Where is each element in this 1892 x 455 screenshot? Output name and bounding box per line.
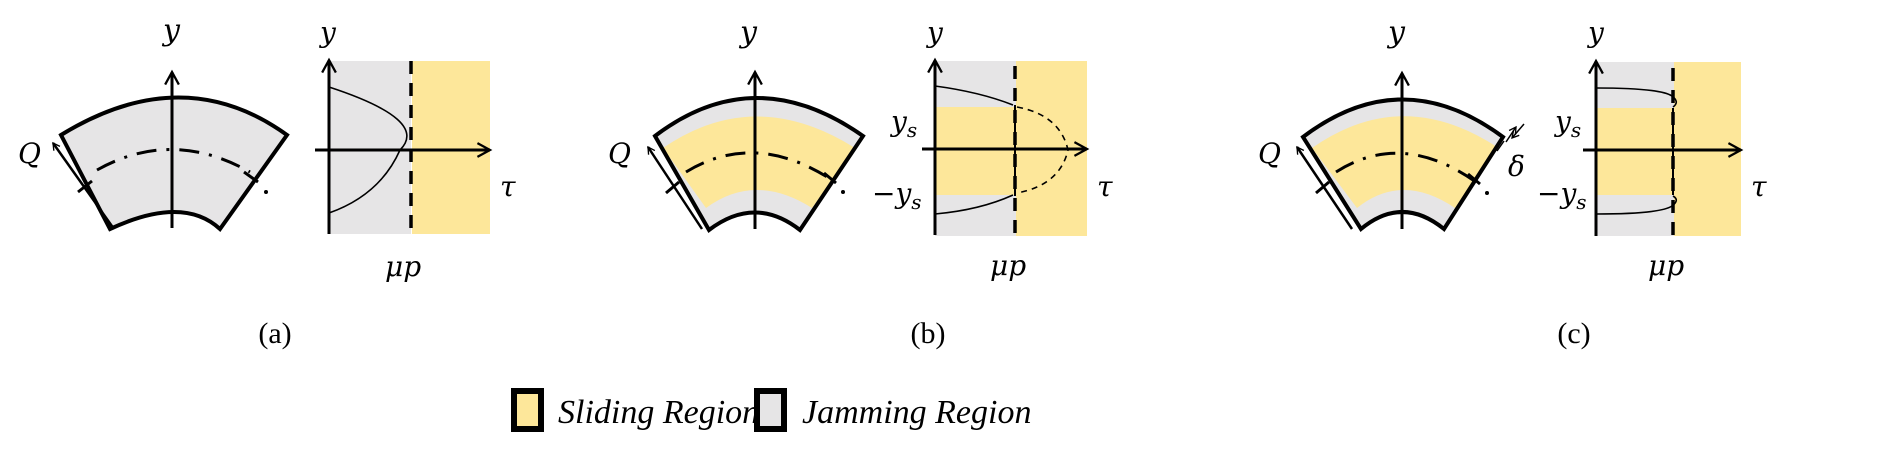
tick-right: [823, 171, 837, 185]
neg-ys-label: −ys: [1537, 177, 1587, 214]
dot: [1485, 191, 1489, 195]
jamming-band: [61, 97, 287, 229]
tau-label: τ: [1097, 170, 1113, 203]
cross-section-a: y Q: [18, 13, 290, 233]
jamming-region: [329, 61, 411, 234]
sliding-band: [663, 116, 855, 208]
stress-curve-lower: [934, 194, 1014, 215]
legend-label-jamming: Jamming Region: [802, 394, 1031, 431]
section-y-label: y: [1386, 15, 1406, 50]
mu-p-label: μp: [385, 250, 421, 283]
load-arrow: [51, 141, 116, 230]
panel-c: y Q δ y τ μp ys −ys (c): [1258, 15, 1767, 350]
plot-y-label: y: [1586, 16, 1605, 49]
stress-plot-c: y τ μp ys −ys: [1537, 16, 1767, 282]
cross-section-b: y Q: [608, 15, 866, 233]
stress-curve-upper: [934, 85, 1014, 106]
sliding-region-band: [935, 107, 1016, 195]
section-outline: [1300, 97, 1506, 232]
dot: [264, 190, 268, 194]
legend-swatch-sliding: [511, 388, 544, 432]
ys-label: ys: [889, 105, 917, 142]
sliding-band: [1312, 116, 1497, 208]
tau-label: τ: [1751, 170, 1767, 203]
stress-plot-b: y τ μp ys −ys: [872, 16, 1113, 282]
panel-a: y Q y τ μp (a): [18, 13, 516, 350]
delta-label: δ: [1508, 150, 1525, 183]
tau-label: τ: [500, 170, 516, 203]
ys-label: ys: [1553, 105, 1581, 142]
caption-a: (a): [258, 317, 291, 350]
mu-p-label: μp: [1648, 249, 1684, 282]
plot-y-label: y: [318, 16, 337, 49]
neutral-axis-line: [96, 148, 251, 174]
neg-ys-label: −ys: [872, 177, 922, 214]
section-y-label: y: [738, 15, 758, 50]
delta-dimension: [1496, 123, 1525, 152]
cross-section-c: y Q δ: [1258, 15, 1525, 232]
section-y-label: y: [161, 13, 181, 48]
tick-right: [1467, 172, 1481, 186]
legend-swatch-jamming: [754, 388, 787, 432]
stress-plot-a: y τ μp: [315, 16, 516, 283]
legend-label-sliding: Sliding Region: [558, 394, 759, 431]
plot-y-label: y: [925, 16, 944, 49]
legend: Sliding Region Jamming Region: [511, 388, 1031, 432]
load-arrow: [1295, 145, 1354, 230]
stress-curve-lower: [1595, 195, 1678, 215]
caption-c: (c): [1557, 317, 1590, 350]
tick-left: [665, 180, 680, 195]
legend-item-sliding: Sliding Region: [511, 388, 759, 432]
mu-p-label: μp: [990, 249, 1026, 282]
tick-left: [1315, 180, 1330, 195]
tick-right: [243, 170, 259, 184]
neutral-axis-line: [1335, 151, 1477, 184]
legend-item-jamming: Jamming Region: [754, 388, 1031, 432]
load-arrow: [646, 145, 704, 230]
neutral-axis-line: [685, 151, 833, 182]
load-label: Q: [608, 137, 631, 170]
stress-curve-upper: [1595, 87, 1678, 108]
section-outline: [652, 96, 866, 233]
sliding-region: [412, 61, 490, 234]
caption-b: (b): [911, 317, 946, 350]
dot: [841, 190, 845, 194]
load-label: Q: [1258, 137, 1281, 170]
section-outline: [58, 95, 290, 233]
panel-b: y Q y τ μp ys −ys (b): [608, 15, 1113, 350]
load-label: Q: [18, 137, 41, 170]
